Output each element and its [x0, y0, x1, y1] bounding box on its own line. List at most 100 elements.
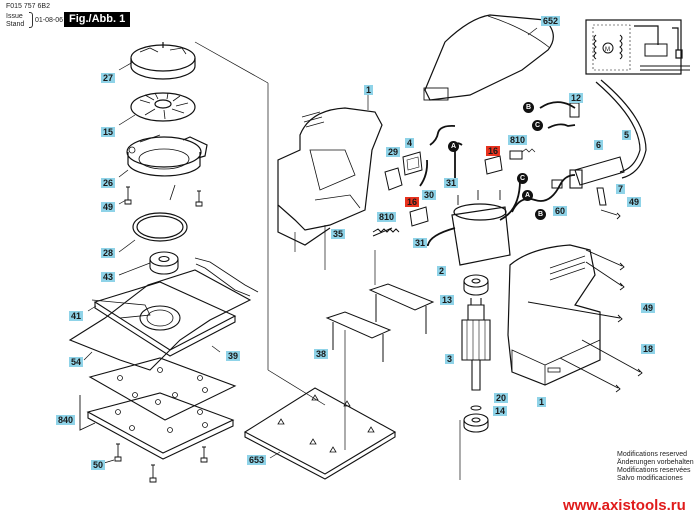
- part-label-29[interactable]: 29: [386, 147, 401, 157]
- wire-tag-c-lower: C: [517, 173, 528, 184]
- part-29-switch-cap: [384, 167, 403, 191]
- notice-es: Salvo modificaciones: [617, 475, 683, 482]
- notice-en: Modifications reserved: [617, 451, 688, 458]
- leader-lines: [83, 27, 538, 464]
- part-label-810-lower[interactable]: 810: [377, 212, 397, 222]
- part-49-clamp-screw: [600, 209, 621, 220]
- part-38-brackets: [325, 283, 435, 362]
- part-810-carbon-brush-b: [372, 227, 400, 237]
- motor-symbol-text: M: [605, 47, 610, 53]
- website-link[interactable]: www.axistools.ru: [563, 497, 686, 514]
- part-label-18[interactable]: 18: [641, 344, 656, 354]
- wire-tag-a-upper: A: [448, 141, 459, 152]
- part-16-brush-holder-b: [409, 206, 429, 227]
- part-15-fan: [130, 92, 196, 122]
- part-label-14[interactable]: 14: [493, 406, 508, 416]
- document-id: F015 757 6B2: [6, 3, 50, 10]
- part-810-carbon-brush-a: [509, 148, 536, 160]
- part-label-35[interactable]: 35: [331, 229, 346, 239]
- part-label-2[interactable]: 2: [437, 266, 447, 276]
- part-1-housing-right: [507, 244, 601, 386]
- part-label-16-lower[interactable]: 16: [405, 197, 420, 207]
- wire-tag-a-lower: A: [522, 190, 533, 201]
- issue-label-de: Stand: [6, 21, 25, 28]
- part-label-49-clamp[interactable]: 49: [627, 197, 642, 207]
- part-label-653[interactable]: 653: [247, 455, 267, 465]
- wire-tag-b-lower: B: [535, 209, 546, 220]
- part-26-fan-housing: [126, 134, 208, 201]
- part-label-54[interactable]: 54: [69, 357, 84, 367]
- part-43-bearing: [149, 251, 179, 275]
- part-label-43[interactable]: 43: [101, 272, 116, 282]
- part-840-sanding-sheet: [79, 357, 237, 431]
- part-label-31-lower[interactable]: 31: [413, 238, 428, 248]
- part-label-49-housing[interactable]: 49: [641, 303, 656, 313]
- part-label-41[interactable]: 41: [69, 311, 84, 321]
- modifications-notice: Modifications reserved Änderungen vorbeh…: [617, 451, 694, 483]
- part-4-switch: [402, 151, 423, 176]
- part-840-pad: [86, 392, 235, 460]
- part-12-connector: [569, 102, 580, 118]
- part-20-washer: [470, 405, 482, 411]
- part-5-cable: [595, 79, 647, 179]
- part-6-cable-sleeve: [569, 156, 625, 189]
- issue-brace: [29, 12, 33, 28]
- part-54-wire-bail: [68, 269, 252, 371]
- part-label-28[interactable]: 28: [101, 248, 116, 258]
- part-2-field: [451, 190, 511, 266]
- part-14-bearing: [463, 413, 489, 433]
- part-7-cable-clamp: [596, 187, 607, 206]
- issue-label-en: Issue: [6, 13, 23, 20]
- part-label-49[interactable]: 49: [101, 202, 116, 212]
- part-label-20[interactable]: 20: [494, 393, 509, 403]
- part-label-12[interactable]: 12: [569, 93, 584, 103]
- part-label-50[interactable]: 50: [91, 460, 106, 470]
- part-label-4[interactable]: 4: [405, 138, 415, 148]
- part-28-o-ring: [132, 212, 188, 242]
- part-652-top-cover: [423, 14, 554, 101]
- part-label-5[interactable]: 5: [622, 130, 632, 140]
- part-label-16-upper[interactable]: 16: [486, 146, 501, 156]
- wire-tag-b-upper: B: [523, 102, 534, 113]
- assembly-guide-lines: [194, 41, 461, 480]
- part-label-1-top[interactable]: 1: [364, 85, 374, 95]
- part-label-7[interactable]: 7: [616, 184, 626, 194]
- wiring: [414, 101, 576, 247]
- part-label-26[interactable]: 26: [101, 178, 116, 188]
- part-16-brush-holder-a: [484, 155, 503, 175]
- wire-tag-c-upper: C: [532, 120, 543, 131]
- part-653-pad-plate: [243, 387, 397, 480]
- part-50-screws: [114, 443, 208, 483]
- figure-title: Fig./Abb. 1: [64, 12, 131, 27]
- part-label-60[interactable]: 60: [553, 206, 568, 216]
- part-label-39[interactable]: 39: [226, 351, 241, 361]
- part-49-screws: [124, 186, 203, 207]
- part-41-base-plate: [91, 257, 259, 357]
- part-49-housing-screws: [527, 249, 625, 323]
- issue-label: Issue Stand: [6, 13, 24, 29]
- part-60-terminal: [551, 179, 563, 189]
- part-label-31-upper[interactable]: 31: [444, 178, 459, 188]
- circuit-schematic: [585, 19, 690, 75]
- part-label-840[interactable]: 840: [56, 415, 76, 425]
- part-label-38[interactable]: 38: [314, 349, 329, 359]
- part-label-6[interactable]: 6: [594, 140, 604, 150]
- part-27-cap: [130, 42, 196, 80]
- part-13-bearing: [463, 274, 489, 296]
- part-3-armature: [461, 298, 491, 391]
- part-label-13[interactable]: 13: [440, 295, 455, 305]
- part-18-long-screws: [559, 339, 643, 393]
- part-label-3[interactable]: 3: [445, 354, 455, 364]
- notice-de: Änderungen vorbehalten: [617, 459, 694, 466]
- notice-fr: Modifications reservées: [617, 467, 691, 474]
- part-1-housing-left: [277, 107, 383, 246]
- part-label-652[interactable]: 652: [541, 16, 561, 26]
- issue-date: 01-08-06: [35, 17, 64, 24]
- part-label-30[interactable]: 30: [422, 190, 437, 200]
- part-label-27[interactable]: 27: [101, 73, 116, 83]
- part-label-810-upper[interactable]: 810: [508, 135, 528, 145]
- part-label-1-bottom[interactable]: 1: [537, 397, 547, 407]
- part-label-15[interactable]: 15: [101, 127, 116, 137]
